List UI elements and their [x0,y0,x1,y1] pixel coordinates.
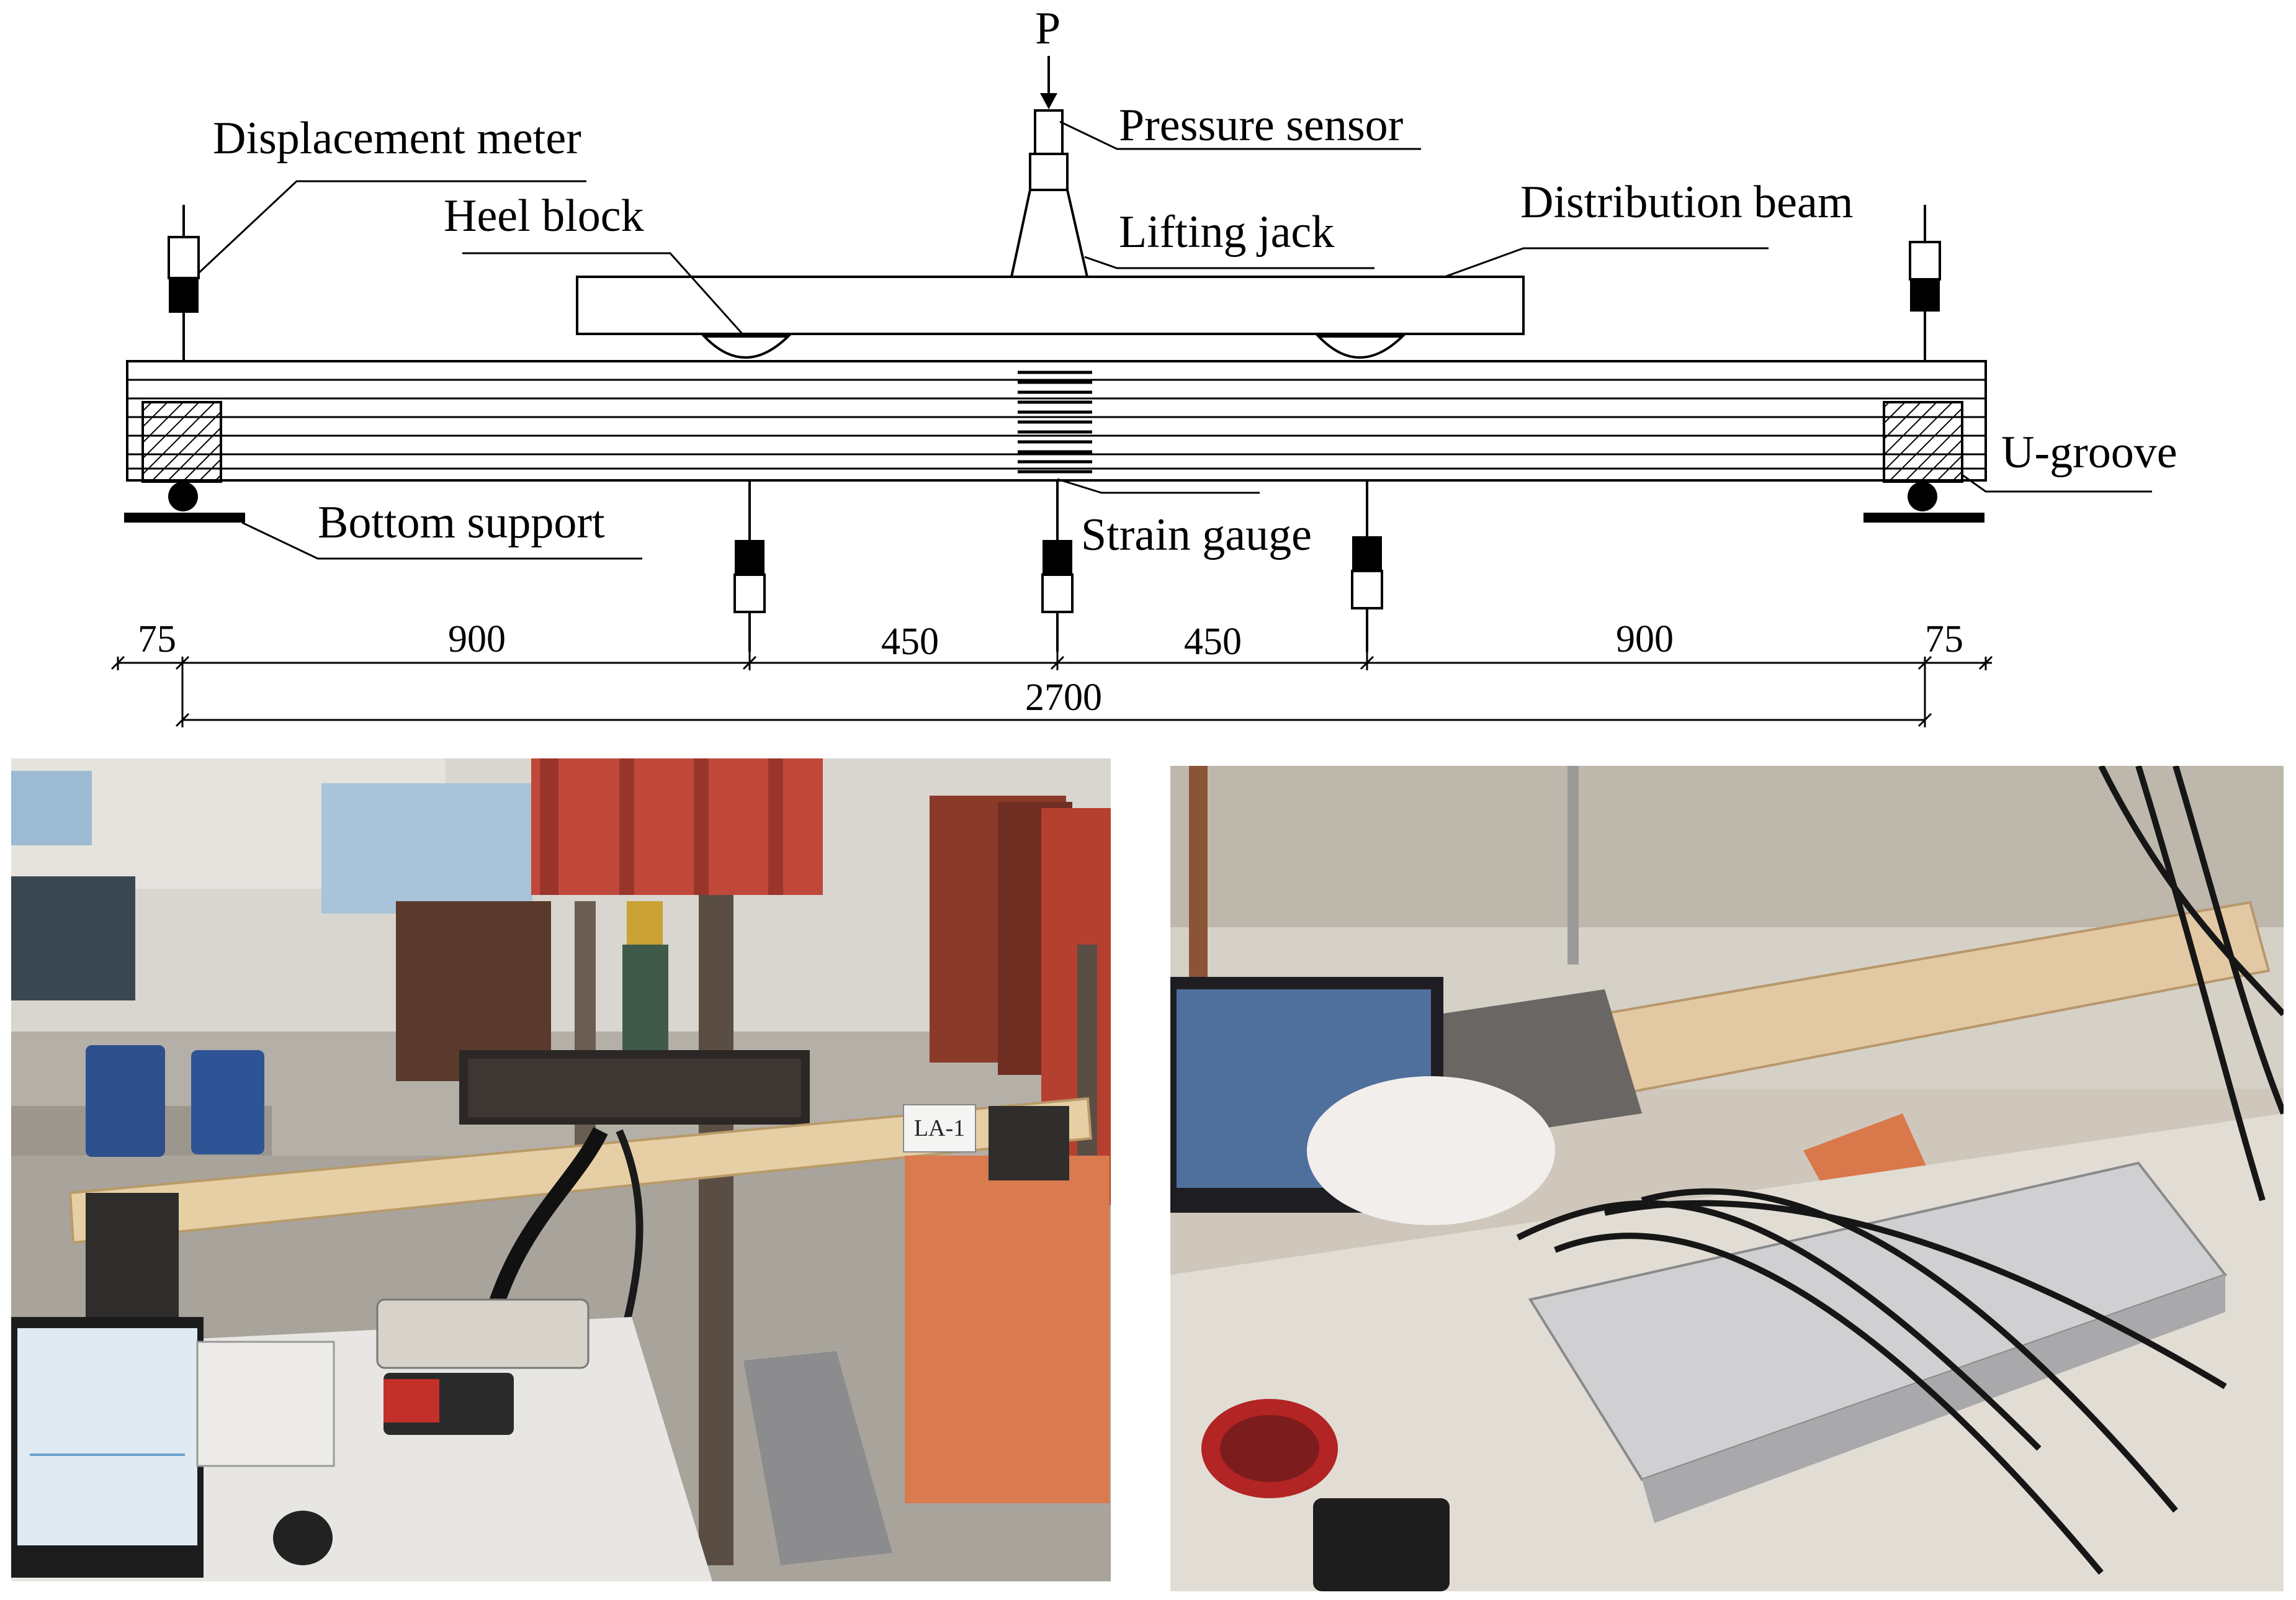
dim-900-left: 900 [448,618,506,660]
bottom-support-right [1863,482,1984,523]
strain-gauge-label: Strain gauge [1081,510,1312,560]
dim-450-left: 450 [881,621,939,663]
bottom-support-left [124,482,245,523]
distribution-beam [576,276,1525,335]
photo-data-acquisition [1170,766,2284,1591]
displacement-meter-top-right [1909,205,1941,361]
pressure-sensor [1034,109,1064,155]
load-arrow-head [1040,93,1057,109]
specimen-tag: LA-1 [914,1115,965,1141]
photo-lab-setup: LA-1 [11,758,1111,1581]
dim-450-right: 450 [1184,621,1242,663]
pressure-sensor-label: Pressure sensor [1119,100,1403,151]
distribution-beam-label: Distribution beam [1520,177,1853,228]
u-groove-right [1883,401,1963,483]
dim-900-right: 900 [1616,618,1674,660]
displacement-meter-bottom-right [1351,480,1383,652]
heel-block-left [701,335,791,359]
lifting-jack [1010,189,1089,278]
heel-block-right [1316,335,1406,359]
bottom-support-label: Bottom support [318,497,605,548]
strain-gauge-cluster [1018,371,1092,474]
leader-lines [197,120,2152,560]
lifting-jack-label: Lifting jack [1119,207,1334,258]
displacement-meter-bottom-mid [1041,480,1074,652]
jack-cylinder [1029,153,1069,191]
u-groove-left [141,401,222,483]
test-setup-diagram: P [110,3,2177,727]
displacement-meter-bottom-left [733,480,766,652]
dim-total: 2700 [1025,676,1102,719]
u-groove-label: U-groove [2001,427,2177,478]
load-label: P [1035,3,1061,54]
heel-block-label: Heel block [444,191,644,241]
displacement-meter-label: Displacement meter [213,113,581,164]
displacement-meter-top-left [168,205,200,361]
dim-75-left: 75 [138,618,176,660]
dim-75-right: 75 [1925,618,1963,660]
dimension-lines [110,652,1993,727]
